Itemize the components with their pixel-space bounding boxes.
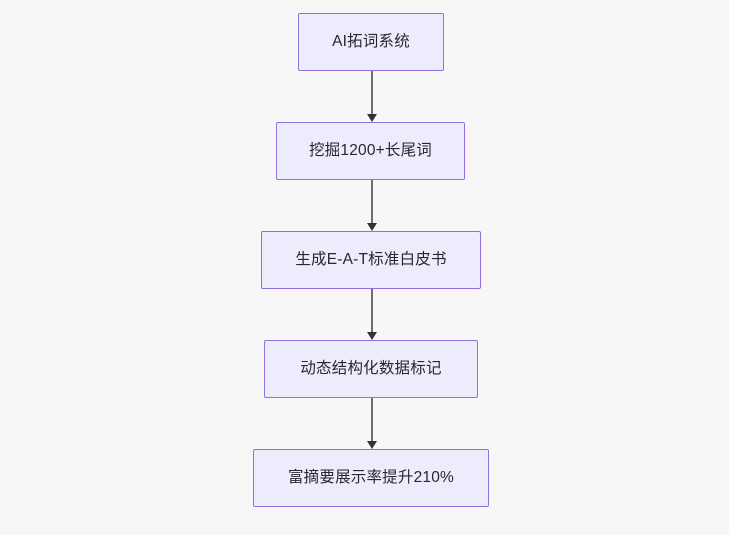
flow-node-label: 动态结构化数据标记 <box>300 359 442 377</box>
flow-node-rich-snippet-rate-increase[interactable]: 富摘要展示率提升210% <box>253 449 489 507</box>
flow-node-label: 富摘要展示率提升210% <box>287 468 455 486</box>
edge-node3-node4 <box>367 289 377 340</box>
edge-node2-node3 <box>367 180 377 231</box>
arrow-head-icon <box>367 114 377 122</box>
flow-node-label: 生成E-A-T标准白皮书 <box>295 250 447 268</box>
flow-node-label: AI拓词系统 <box>332 32 410 50</box>
edge-line <box>371 71 373 115</box>
edge-line <box>371 398 373 442</box>
edge-node4-node5 <box>367 398 377 449</box>
edge-line <box>371 289 373 333</box>
flow-node-dynamic-structured-data-markup[interactable]: 动态结构化数据标记 <box>264 340 478 398</box>
flow-node-ai-keyword-system[interactable]: AI拓词系统 <box>298 13 444 71</box>
arrow-head-icon <box>367 332 377 340</box>
edge-line <box>371 180 373 224</box>
arrow-head-icon <box>367 441 377 449</box>
flow-node-label: 挖掘1200+长尾词 <box>308 141 433 159</box>
arrow-head-icon <box>367 223 377 231</box>
flow-node-generate-eat-whitepaper[interactable]: 生成E-A-T标准白皮书 <box>261 231 481 289</box>
edge-node1-node2 <box>367 71 377 122</box>
flow-node-mine-longtail-keywords[interactable]: 挖掘1200+长尾词 <box>276 122 465 180</box>
